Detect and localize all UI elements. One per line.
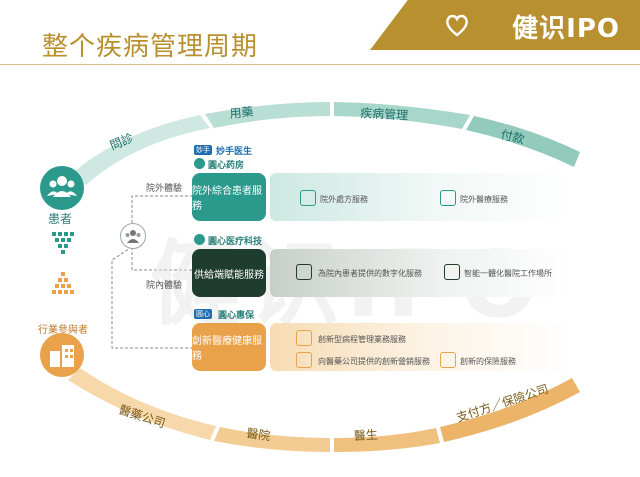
service-row1-1: 院外處方服務 <box>320 195 368 204</box>
connector-label-inside: 院內體驗 <box>146 281 183 291</box>
top-arc-segment-3 <box>334 102 470 129</box>
prescription-icon <box>300 190 316 206</box>
box-supply-enablement: 供給端賦能服務 <box>192 249 266 297</box>
service-band-row3 <box>270 323 570 371</box>
industry-label: 行業參與者 <box>38 325 88 336</box>
bottom-arc-label-2: 醫院 <box>246 426 272 443</box>
service-band-row2 <box>270 249 570 297</box>
title-divider <box>0 64 640 65</box>
connector-label-outside: 院外體驗 <box>146 184 183 194</box>
service-row3-1: 創新型病程管理業務服務 <box>318 335 406 344</box>
brand-row3: 圓心惠保 <box>218 311 255 321</box>
top-arc-segment-4 <box>466 116 580 167</box>
top-arc-label-3: 疾病管理 <box>360 105 409 122</box>
hub-people-icon <box>120 223 146 249</box>
hospital-icon <box>440 190 456 206</box>
service-row3-3: 創新的保險服務 <box>460 357 516 366</box>
service-row3-2: 向醫藥公司提供的創新營銷服務 <box>318 357 430 366</box>
brand-chip-row3: 圓心 <box>194 309 212 319</box>
chevron-up-icon <box>52 272 74 294</box>
service-row1-2: 院外醫療服務 <box>460 195 508 204</box>
bottom-arc-segment-4 <box>440 378 580 442</box>
connector-lines <box>111 195 192 349</box>
page-title: 整个疾病管理周期 <box>42 32 259 62</box>
top-arc-label-4: 付款 <box>499 127 526 146</box>
brand-band <box>370 0 640 50</box>
brand2-row1: 圓心药房 <box>208 161 245 171</box>
service-row2-2: 智能一體化醫院工作場所 <box>464 269 552 278</box>
service-band-row1 <box>270 173 570 221</box>
bottom-arc-label-3: 醫生 <box>353 428 378 443</box>
buildings-icon <box>50 345 74 367</box>
doctor-icon <box>296 264 312 280</box>
brand-row2: 圓心医疗科技 <box>208 237 263 247</box>
top-arc-segment-2 <box>205 102 330 128</box>
industry-circle <box>40 333 84 377</box>
top-arc-segment-1 <box>70 115 210 185</box>
brand-row1: 妙手医生 <box>216 147 253 157</box>
box-outside-patient-services: 院外綜合患者服務 <box>192 173 266 221</box>
bottom-arc-segment-1 <box>68 368 216 440</box>
box-innovative-health: 創新醫療健康服務 <box>192 323 266 371</box>
shield-icon <box>440 352 456 368</box>
bottom-arc-segment-2 <box>214 427 330 452</box>
workstation-icon <box>444 264 460 280</box>
patient-circle <box>40 166 84 210</box>
top-arc-label-2: 用藥 <box>229 105 254 121</box>
brand-name: 健识IPO <box>512 14 620 44</box>
brand-chip-row1: 妙手 <box>194 145 212 155</box>
service-row2-1: 為院內患者提供的數字化服務 <box>318 269 422 278</box>
bottom-arc-segment-3 <box>334 428 440 452</box>
phone-icon <box>296 330 312 346</box>
heart-brand-icon <box>194 158 205 169</box>
patient-label: 患者 <box>48 212 73 226</box>
people-icon <box>47 176 77 197</box>
chevron-down-icon <box>52 232 74 254</box>
heart-logo-icon <box>446 14 468 37</box>
header: 健识IPO 整个疾病管理周期 <box>0 0 640 65</box>
heart-brand-icon <box>194 234 205 245</box>
team-icon <box>296 352 312 368</box>
